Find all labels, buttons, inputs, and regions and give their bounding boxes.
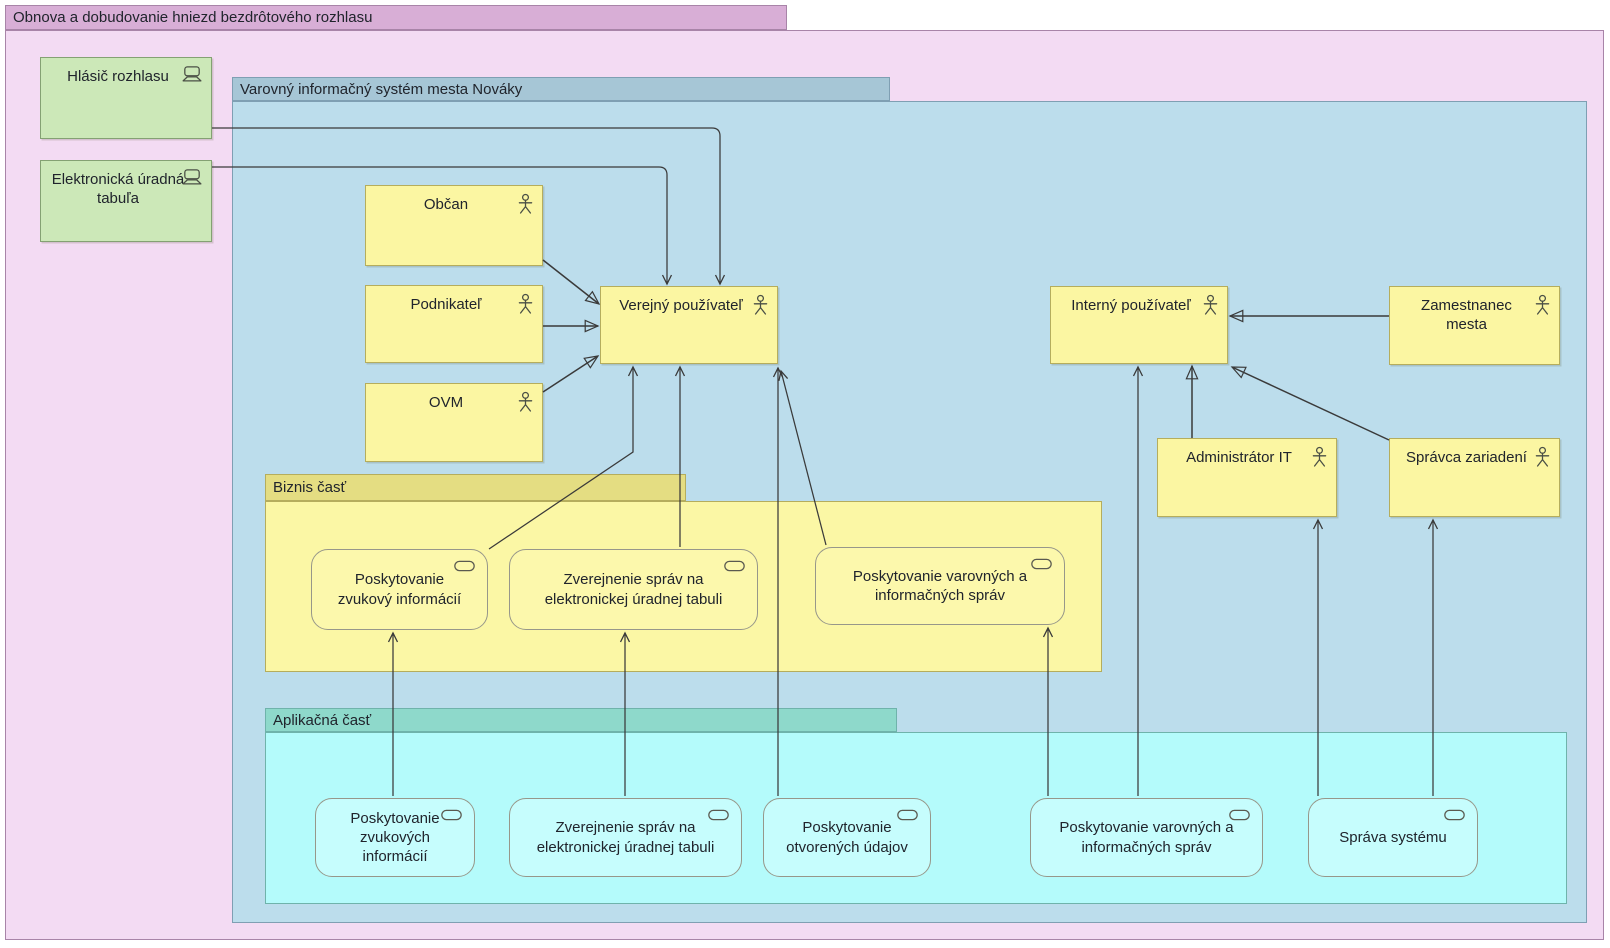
business-group-title: Biznis časť <box>273 479 347 496</box>
service-label: Poskytovanie zvukových informácií <box>350 809 440 866</box>
actor-podnikatel[interactable]: Podnikateľ <box>365 285 543 363</box>
service-label: Zverejnenie správ na elektronickej úradn… <box>536 819 715 856</box>
actor-icon <box>518 293 533 314</box>
device-label: Elektronická úradná tabuľa <box>51 171 185 208</box>
actor-spravca-zariadeni[interactable]: Správca zariadení <box>1389 438 1560 517</box>
service-label: Poskytovanie zvukový informácií <box>337 571 462 608</box>
actor-icon <box>518 391 533 412</box>
app-service-poskytovanie-varovnych-sprav[interactable]: Poskytovanie varovných a informačných sp… <box>1030 798 1263 877</box>
outer-group-tab[interactable]: Obnova a dobudovanie hniezd bezdrôtového… <box>5 5 787 30</box>
service-icon <box>1444 809 1465 821</box>
actor-label: Občan <box>423 196 469 213</box>
service-label: Správa systému <box>1339 828 1447 846</box>
device-label: Hlásič rozhlasu <box>67 68 169 85</box>
app-service-sprava-systemu[interactable]: Správa systému <box>1308 798 1478 877</box>
actor-interny-pouzivatel[interactable]: Interný používateľ <box>1050 286 1228 364</box>
device-elektronicka-uradna-tabula[interactable]: Elektronická úradná tabuľa <box>40 160 212 242</box>
actor-label: Administrátor IT <box>1186 449 1292 466</box>
service-icon <box>1031 558 1052 570</box>
service-label: Poskytovanie otvorených údajov <box>786 819 908 856</box>
actor-icon <box>518 193 533 214</box>
app-service-poskytovanie-otvorenych-udajov[interactable]: Poskytovanie otvorených údajov <box>763 798 931 877</box>
actor-zamestnanec-mesta[interactable]: Zamestnanec mesta <box>1389 286 1560 365</box>
service-icon <box>724 560 745 572</box>
actor-label: Verejný používateľ <box>619 297 743 314</box>
actor-icon <box>1312 446 1327 467</box>
actor-ovm[interactable]: OVM <box>365 383 543 462</box>
device-icon <box>182 169 202 185</box>
service-icon <box>454 560 475 572</box>
actor-icon <box>1203 294 1218 315</box>
service-label: Poskytovanie varovných a informačných sp… <box>1059 819 1234 856</box>
device-icon <box>182 66 202 82</box>
actor-label: Zamestnanec mesta <box>1421 297 1512 334</box>
service-label: Zverejnenie správ na elektronickej úradn… <box>544 571 723 608</box>
actor-verejny-pouzivatel[interactable]: Verejný používateľ <box>600 286 778 364</box>
actor-administrator-it[interactable]: Administrátor IT <box>1157 438 1337 517</box>
app-service-poskytovanie-zvukovych-informacii[interactable]: Poskytovanie zvukových informácií <box>315 798 475 877</box>
service-icon <box>1229 809 1250 821</box>
service-icon <box>897 809 918 821</box>
business-service-poskytovanie-zvukovy-informacii[interactable]: Poskytovanie zvukový informácií <box>311 549 488 630</box>
system-group-tab[interactable]: Varovný informačný systém mesta Nováky <box>232 77 890 101</box>
application-group-title: Aplikačná časť <box>273 711 372 729</box>
actor-label: Správca zariadení <box>1406 449 1527 466</box>
app-service-zverejnenie-sprav[interactable]: Zverejnenie správ na elektronickej úradn… <box>509 798 742 877</box>
service-label: Poskytovanie varovných a informačných sp… <box>852 567 1028 604</box>
application-group-tab[interactable]: Aplikačná časť <box>265 708 897 732</box>
service-icon <box>441 809 462 821</box>
outer-group-title: Obnova a dobudovanie hniezd bezdrôtového… <box>13 9 373 26</box>
actor-label: OVM <box>428 394 464 411</box>
system-group-title: Varovný informačný systém mesta Nováky <box>240 80 523 98</box>
business-service-zverejnenie-sprav[interactable]: Zverejnenie správ na elektronickej úradn… <box>509 549 758 630</box>
actor-icon <box>1535 446 1550 467</box>
actor-label: Interný používateľ <box>1071 297 1191 314</box>
actor-obcan[interactable]: Občan <box>365 185 543 266</box>
device-hlasic-rozhlasu[interactable]: Hlásič rozhlasu <box>40 57 212 139</box>
business-service-poskytovanie-varovnych-sprav[interactable]: Poskytovanie varovných a informačných sp… <box>815 547 1065 625</box>
business-group-tab[interactable]: Biznis časť <box>265 474 686 501</box>
service-icon <box>708 809 729 821</box>
actor-icon <box>1535 294 1550 315</box>
actor-icon <box>753 294 768 315</box>
actor-label: Podnikateľ <box>410 296 482 313</box>
